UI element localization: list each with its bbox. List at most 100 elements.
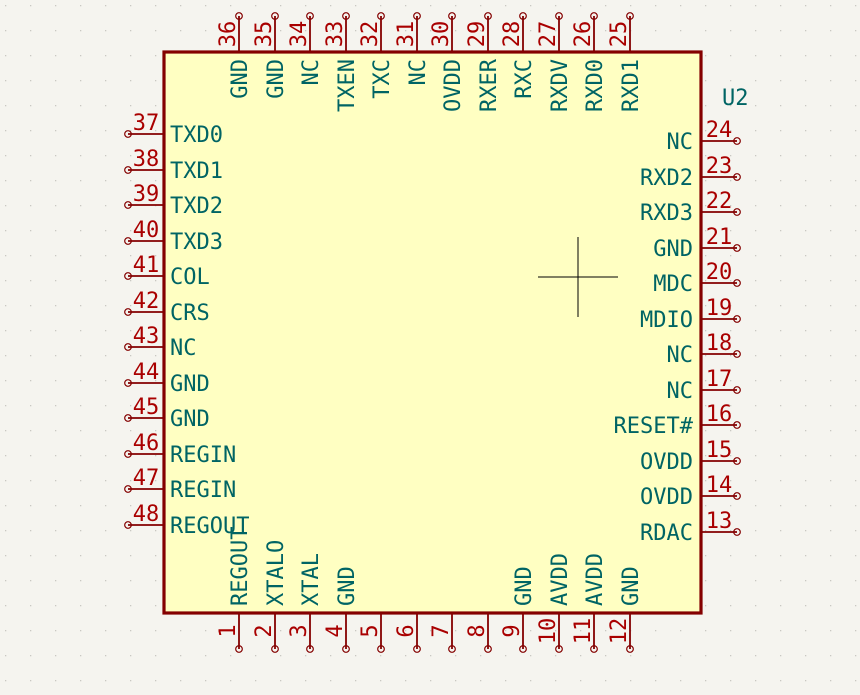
pin-9[interactable]: 9 (500, 613, 527, 653)
pin-number: 27 (536, 21, 561, 48)
pin-40[interactable]: 40 (124, 218, 164, 245)
pin-name-1: REGOUT (228, 527, 253, 606)
ic-body[interactable] (162, 50, 703, 615)
pin-number: 1 (216, 624, 241, 637)
pin-number: 38 (133, 147, 160, 172)
pin-18[interactable]: 18 (701, 331, 741, 358)
pin-number: 20 (706, 260, 733, 285)
pin-name-15: OVDD (640, 450, 693, 475)
pin-33[interactable]: 33 (323, 12, 350, 52)
pin-name-34: NC (299, 59, 324, 86)
pin-37[interactable]: 37 (124, 111, 164, 138)
pin-name-17: NC (667, 379, 694, 404)
pin-25[interactable]: 25 (607, 12, 634, 52)
pin-name-43: NC (170, 336, 197, 361)
pin-number: 10 (536, 618, 561, 645)
pin-number: 13 (706, 509, 733, 534)
pin-name-27: RXDV (548, 59, 573, 112)
pin-name-35: GND (264, 59, 289, 99)
pin-48[interactable]: 48 (124, 502, 164, 529)
pin-47[interactable]: 47 (124, 466, 164, 493)
pin-number: 5 (358, 624, 383, 637)
pin-name-21: GND (653, 237, 693, 262)
pin-5[interactable]: 5 (358, 613, 385, 653)
pin-11[interactable]: 11 (571, 613, 598, 653)
pin-3[interactable]: 3 (287, 613, 314, 653)
pin-name-20: MDC (653, 272, 693, 297)
pin-23[interactable]: 23 (701, 154, 741, 181)
pin-name-44: GND (170, 372, 210, 397)
component-reference[interactable]: U2 (722, 86, 749, 111)
pin-4[interactable]: 4 (323, 613, 350, 653)
pin-7[interactable]: 7 (429, 613, 456, 653)
pin-name-24: NC (667, 130, 694, 155)
pin-28[interactable]: 28 (500, 12, 527, 52)
labels-layer: TXD0TXD1TXD2TXD3COLCRSNCGNDGNDREGINREGIN… (170, 58, 694, 606)
pin-27[interactable]: 27 (536, 12, 563, 52)
pin-17[interactable]: 17 (701, 367, 741, 394)
pin-number: 25 (607, 21, 632, 48)
pin-number: 21 (706, 225, 733, 250)
pin-name-41: COL (170, 265, 210, 290)
pin-30[interactable]: 30 (429, 12, 456, 52)
pin-10[interactable]: 10 (536, 613, 563, 653)
pin-number: 33 (323, 21, 348, 48)
pin-name-12: GND (619, 566, 644, 606)
pin-22[interactable]: 22 (701, 189, 741, 216)
pin-number: 41 (133, 253, 160, 278)
pin-24[interactable]: 24 (701, 118, 741, 145)
pin-number: 9 (500, 624, 525, 637)
pin-number: 4 (323, 624, 348, 637)
pin-number: 22 (706, 189, 733, 214)
pin-39[interactable]: 39 (124, 182, 164, 209)
pin-26[interactable]: 26 (571, 12, 598, 52)
pin-number: 32 (358, 21, 383, 48)
pin-38[interactable]: 38 (124, 147, 164, 174)
pin-29[interactable]: 29 (465, 12, 492, 52)
pin-45[interactable]: 45 (124, 395, 164, 422)
pin-number: 34 (287, 21, 312, 48)
pin-35[interactable]: 35 (252, 12, 279, 52)
pin-number: 40 (133, 218, 160, 243)
pin-name-25: RXD1 (619, 59, 644, 112)
pin-name-10: AVDD (548, 553, 573, 606)
pin-31[interactable]: 31 (394, 12, 421, 52)
pin-46[interactable]: 46 (124, 431, 164, 458)
pin-34[interactable]: 34 (287, 12, 314, 52)
pin-name-9: GND (512, 566, 537, 606)
pin-1[interactable]: 1 (216, 613, 243, 653)
pin-number: 43 (133, 324, 160, 349)
pin-name-39: TXD2 (170, 194, 223, 219)
pin-19[interactable]: 19 (701, 296, 741, 323)
pin-name-37: TXD0 (170, 123, 223, 148)
pin-14[interactable]: 14 (701, 473, 741, 500)
pin-43[interactable]: 43 (124, 324, 164, 351)
pin-name-30: OVDD (441, 59, 466, 112)
pin-15[interactable]: 15 (701, 438, 741, 465)
pin-number: 47 (133, 466, 160, 491)
pin-32[interactable]: 32 (358, 12, 385, 52)
pin-21[interactable]: 21 (701, 225, 741, 252)
pin-13[interactable]: 13 (701, 509, 741, 536)
pin-name-4: GND (335, 566, 360, 606)
pin-name-42: CRS (170, 301, 210, 326)
pin-16[interactable]: 16 (701, 402, 741, 429)
pin-44[interactable]: 44 (124, 360, 164, 387)
pin-number: 39 (133, 182, 160, 207)
pin-name-26: RXD0 (583, 59, 608, 112)
pin-name-36: GND (228, 59, 253, 99)
anchor-crosshair (538, 237, 618, 317)
pin-42[interactable]: 42 (124, 289, 164, 316)
pin-20[interactable]: 20 (701, 260, 741, 287)
pin-12[interactable]: 12 (607, 613, 634, 653)
pin-6[interactable]: 6 (394, 613, 421, 653)
pin-2[interactable]: 2 (252, 613, 279, 653)
pin-41[interactable]: 41 (124, 253, 164, 280)
pin-number: 35 (252, 21, 277, 48)
pin-name-31: NC (406, 59, 431, 86)
pin-8[interactable]: 8 (465, 613, 492, 653)
pin-name-38: TXD1 (170, 159, 223, 184)
pin-number: 19 (706, 296, 733, 321)
pin-number: 45 (133, 395, 160, 420)
pin-36[interactable]: 36 (216, 12, 243, 52)
